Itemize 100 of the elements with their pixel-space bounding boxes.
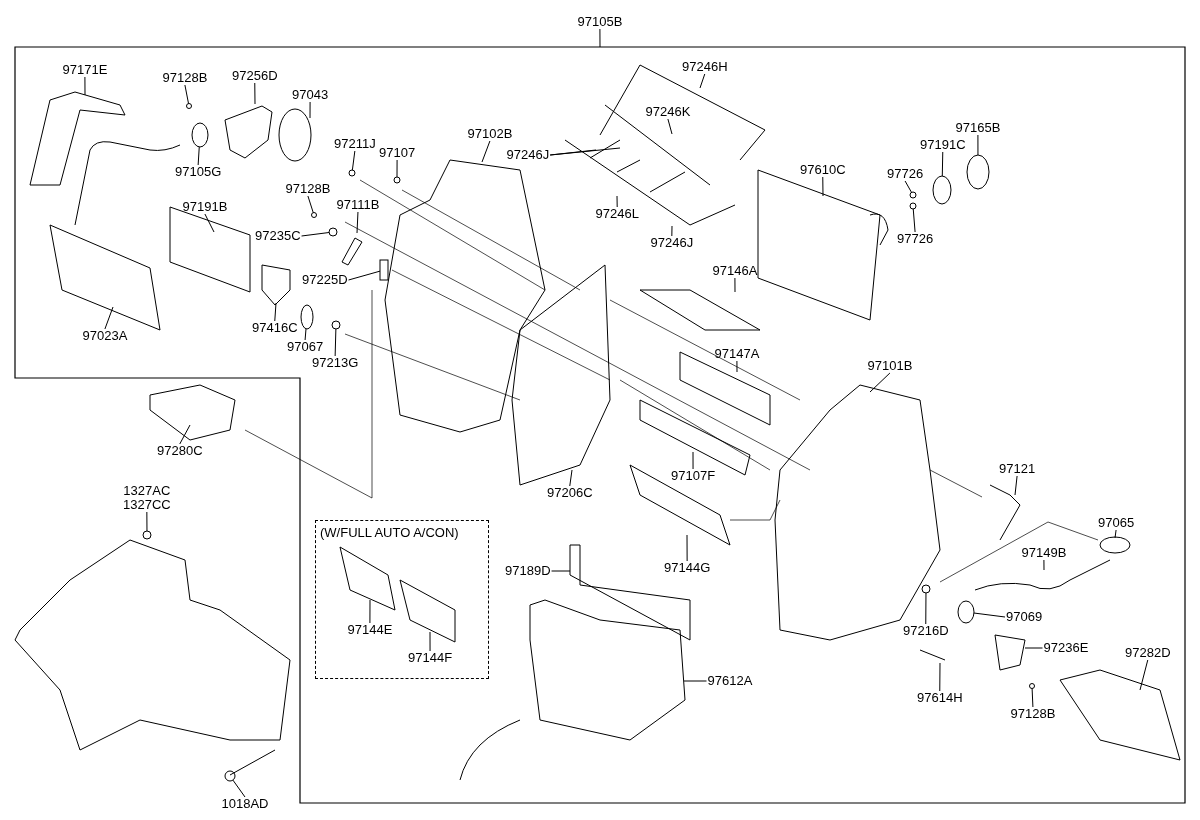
callout-number: 1327CC — [123, 498, 171, 512]
leader-line — [184, 84, 189, 105]
leader-line — [671, 225, 673, 237]
leader-line — [1014, 475, 1018, 496]
leader-line — [939, 662, 941, 692]
o-ring-drawing — [909, 191, 917, 199]
leader-line — [734, 277, 736, 293]
callout-number: 97107F — [671, 469, 716, 483]
callout-number: 97236E — [1043, 641, 1089, 655]
callout-number: 97067 — [287, 340, 324, 354]
leader-line — [616, 195, 618, 208]
callout-number: 97107 — [379, 146, 416, 160]
callout-number: 97191B — [182, 200, 228, 214]
clip-drawing — [331, 320, 341, 330]
leader-line — [309, 101, 311, 119]
leader-line — [551, 570, 571, 572]
leader-line — [204, 213, 215, 233]
callout-number: 1327AC — [123, 484, 171, 498]
leader-line — [667, 118, 673, 135]
leader-line — [481, 140, 491, 163]
leader-line — [274, 302, 277, 322]
callout-number: 97023A — [82, 329, 128, 343]
leader-line — [304, 328, 307, 341]
leader-line — [429, 631, 431, 652]
leader-line — [104, 306, 114, 330]
gasket-drawing — [957, 600, 975, 624]
leader-line — [348, 270, 381, 281]
callout-number: 97105G — [175, 165, 222, 179]
callout-number: 97614H — [917, 691, 963, 705]
leader-line — [686, 534, 688, 562]
callout-number: 97121 — [999, 462, 1036, 476]
callout-number: 97144G — [664, 561, 711, 575]
callout-number: 97235C — [255, 229, 301, 243]
option-note: (W/FULL AUTO A/CON) — [320, 525, 460, 541]
callout-number: 97610C — [800, 163, 846, 177]
leader-line — [599, 28, 601, 48]
callout-number: 97069 — [1006, 610, 1043, 624]
leader-line — [301, 232, 330, 237]
leader-line — [179, 424, 191, 445]
gasket-drawing — [966, 154, 990, 190]
callout-number: 97111B — [336, 198, 380, 212]
grommet-drawing — [191, 122, 209, 148]
leader-line — [912, 208, 916, 233]
clip-drawing — [348, 169, 356, 177]
leader-line — [84, 76, 86, 96]
gasket-drawing — [300, 304, 314, 330]
nut-drawing — [142, 530, 152, 540]
callout-number: 97213G — [312, 356, 359, 370]
callout-number: 97246K — [645, 105, 691, 119]
callout-number: 97102B — [467, 127, 513, 141]
callout-number: 97246J — [650, 236, 694, 250]
leader-line — [736, 360, 738, 373]
callout-number: 97147A — [714, 347, 760, 361]
clip-drawing — [921, 584, 931, 594]
leader-line — [869, 372, 891, 393]
callout-number: 97726 — [887, 167, 924, 181]
callout-number: 97246H — [682, 60, 728, 74]
option-box — [315, 520, 489, 679]
clip-drawing — [393, 176, 401, 184]
leader-line — [146, 511, 148, 532]
leader-line — [692, 451, 694, 470]
callout-number: 97280C — [157, 444, 203, 458]
callout-number: 97165B — [955, 121, 1001, 135]
leader-line — [941, 151, 944, 177]
leader-line — [977, 134, 979, 156]
leader-line — [569, 469, 573, 487]
callout-number: 1018AD — [221, 797, 269, 811]
leader-line — [549, 147, 621, 156]
callout-number: 97612A — [707, 674, 753, 688]
leader-line — [1139, 659, 1149, 691]
leader-line — [232, 779, 246, 798]
callout-number: 97246L — [595, 207, 639, 221]
washer-drawing — [328, 227, 338, 237]
gasket-drawing — [932, 175, 952, 205]
leader-line — [351, 150, 356, 171]
callout-number: 97144F — [408, 651, 453, 665]
callout-number: 97144E — [347, 623, 393, 637]
leader-line — [396, 159, 398, 178]
callout-number: 97216D — [903, 624, 949, 638]
leader-line — [822, 176, 824, 197]
callout-number: 97726 — [897, 232, 934, 246]
callout-number: 97105B — [577, 15, 623, 29]
leader-line — [254, 82, 256, 105]
callout-number: 97189D — [505, 564, 551, 578]
callout-number: 97128B — [285, 182, 331, 196]
callout-number: 97171E — [62, 63, 108, 77]
bolt-drawing — [224, 770, 236, 782]
callout-number: 97225D — [302, 273, 348, 287]
leader-line — [699, 73, 706, 89]
callout-number: 97256D — [232, 69, 278, 83]
screw-drawing — [311, 212, 317, 218]
callout-number: 97065 — [1098, 516, 1135, 530]
leader-line — [334, 328, 337, 357]
leader-line — [925, 592, 927, 625]
leader-line — [904, 180, 912, 193]
leader-line — [683, 680, 707, 682]
leader-line — [1031, 688, 1034, 708]
callout-number: 97282D — [1125, 646, 1171, 660]
screw-drawing — [186, 103, 192, 109]
callout-number: 97246J — [506, 148, 550, 162]
